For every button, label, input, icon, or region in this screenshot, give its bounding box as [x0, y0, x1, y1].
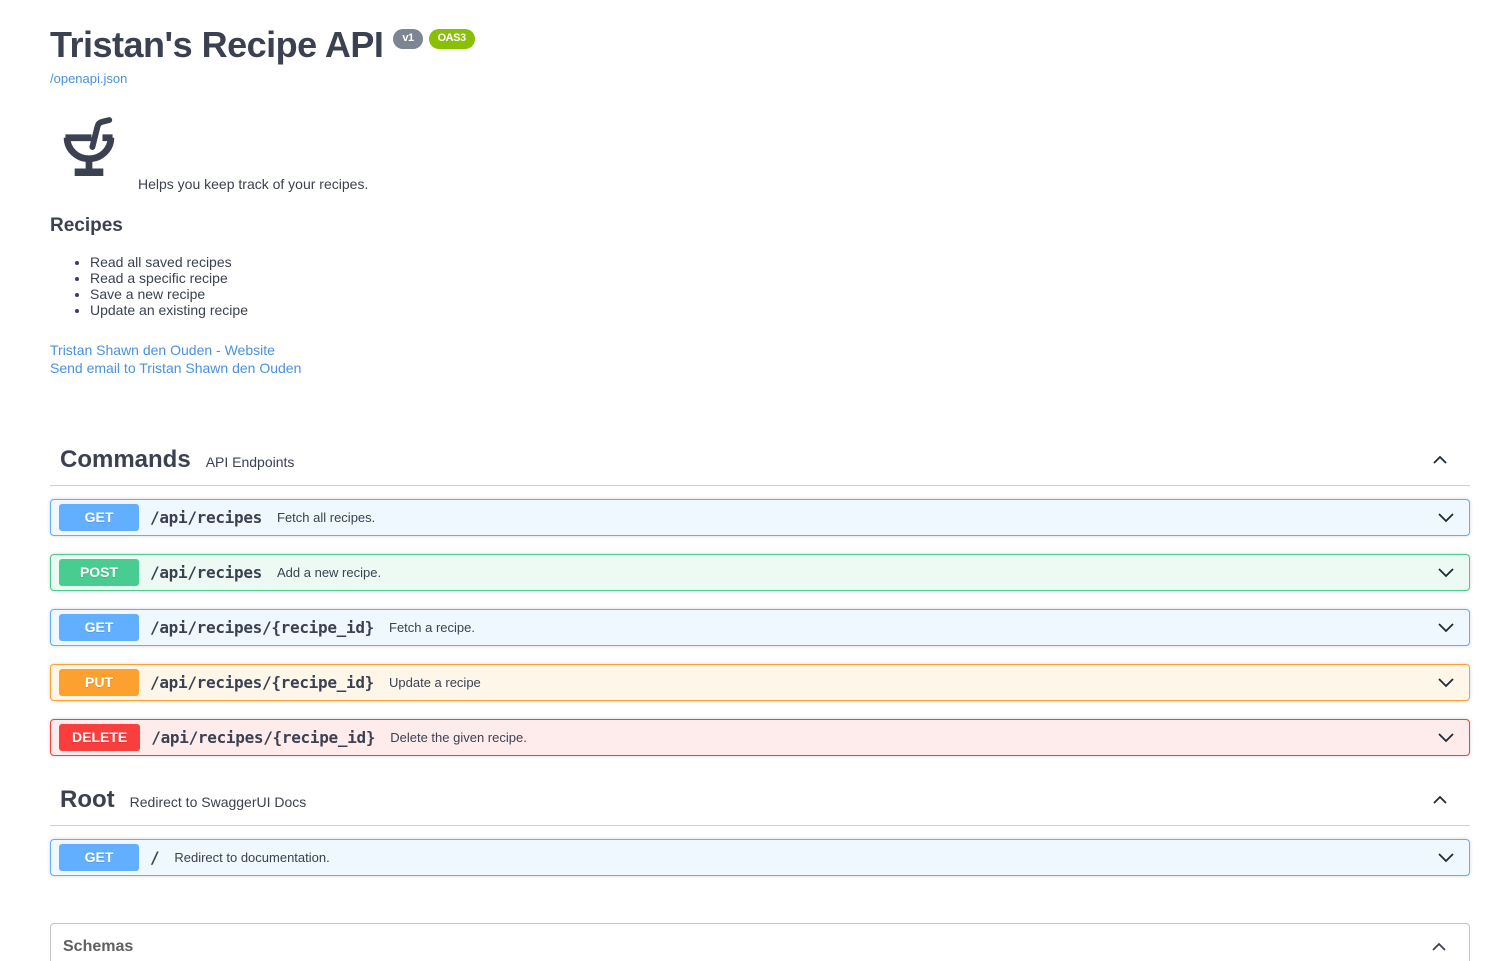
collapse-schemas-button[interactable]: [1429, 937, 1449, 957]
email-link[interactable]: Send email to Tristan Shawn den Ouden: [50, 359, 302, 376]
method-badge: GET: [59, 503, 139, 531]
chevron-up-icon: [1429, 937, 1449, 957]
section-subtitle: API Endpoints: [205, 453, 295, 470]
method-badge: DELETE: [59, 723, 141, 751]
endpoint-path: /api/recipes/{recipe_id}: [150, 672, 374, 692]
operation-row[interactable]: POST /api/recipes Add a new recipe.: [50, 553, 1470, 591]
endpoint-summary: Fetch a recipe.: [389, 619, 475, 635]
endpoint-summary: Delete the given recipe.: [390, 729, 527, 745]
operation-row[interactable]: GET /api/recipes/{recipe_id} Fetch a rec…: [50, 608, 1470, 646]
api-tagline: Helps you keep track of your recipes.: [138, 175, 369, 192]
section-title: Root: [60, 785, 115, 813]
schemas-section: Schemas: [50, 922, 1470, 961]
method-badge: POST: [59, 558, 139, 586]
chevron-up-icon: [1430, 790, 1450, 810]
operation-row[interactable]: DELETE /api/recipes/{recipe_id} Delete t…: [50, 718, 1470, 756]
chevron-down-icon: [1435, 507, 1457, 527]
section-header-root[interactable]: Root Redirect to SwaggerUI Docs: [50, 774, 1470, 826]
expand-operation-button[interactable]: [1433, 847, 1459, 867]
endpoint-summary: Fetch all recipes.: [277, 509, 376, 525]
feature-list-item: Save a new recipe: [90, 286, 1470, 302]
section-header-commands[interactable]: Commands API Endpoints: [50, 434, 1470, 486]
schemas-header[interactable]: Schemas: [51, 924, 1469, 961]
endpoint-path: /api/recipes/{recipe_id}: [151, 727, 376, 747]
operation-row[interactable]: GET /api/recipes Fetch all recipes.: [50, 498, 1470, 536]
feature-list-item: Read a specific recipe: [90, 270, 1470, 286]
schemas-title: Schemas: [63, 937, 134, 955]
method-badge: GET: [59, 613, 139, 641]
section-root: Root Redirect to SwaggerUI Docs GET / Re…: [50, 774, 1470, 876]
endpoint-summary: Update a recipe: [389, 674, 481, 690]
endpoint-path: /: [150, 847, 160, 867]
openapi-spec-link[interactable]: /openapi.json: [50, 70, 128, 86]
operation-row[interactable]: GET / Redirect to documentation.: [50, 838, 1470, 876]
feature-list-item: Update an existing recipe: [90, 302, 1470, 318]
chevron-down-icon: [1435, 847, 1457, 867]
chevron-down-icon: [1435, 617, 1457, 637]
cocktail-icon: [62, 115, 116, 184]
collapse-section-button[interactable]: [1430, 790, 1450, 810]
oas3-badge: OAS3: [428, 29, 475, 49]
section-commands: Commands API Endpoints GET /api/recipes …: [50, 434, 1470, 756]
chevron-up-icon: [1430, 450, 1450, 470]
operation-row[interactable]: PUT /api/recipes/{recipe_id} Update a re…: [50, 663, 1470, 701]
method-badge: PUT: [59, 668, 139, 696]
endpoint-path: /api/recipes: [150, 562, 262, 582]
method-badge: GET: [59, 843, 139, 871]
version-badge: v1: [393, 29, 423, 49]
feature-list-item: Read all saved recipes: [90, 254, 1470, 270]
section-subtitle: Redirect to SwaggerUI Docs: [129, 793, 307, 810]
endpoint-path: /api/recipes/{recipe_id}: [150, 617, 374, 637]
endpoint-path: /api/recipes: [150, 507, 262, 527]
expand-operation-button[interactable]: [1433, 562, 1459, 582]
chevron-down-icon: [1435, 727, 1457, 747]
chevron-down-icon: [1435, 562, 1457, 582]
feature-list: Read all saved recipes Read a specific r…: [50, 254, 1470, 318]
api-title-text: Tristan's Recipe API: [50, 24, 384, 65]
api-description: Helps you keep track of your recipes.: [50, 115, 1470, 192]
expand-operation-button[interactable]: [1433, 507, 1459, 527]
endpoint-summary: Redirect to documentation.: [174, 849, 330, 865]
expand-operation-button[interactable]: [1433, 672, 1459, 692]
collapse-section-button[interactable]: [1430, 450, 1450, 470]
section-title: Commands: [60, 445, 191, 473]
website-link[interactable]: Tristan Shawn den Ouden - Website: [50, 341, 275, 358]
endpoint-summary: Add a new recipe.: [277, 564, 382, 580]
recipes-heading: Recipes: [50, 214, 123, 236]
chevron-down-icon: [1435, 672, 1457, 692]
expand-operation-button[interactable]: [1433, 617, 1459, 637]
expand-operation-button[interactable]: [1433, 727, 1459, 747]
